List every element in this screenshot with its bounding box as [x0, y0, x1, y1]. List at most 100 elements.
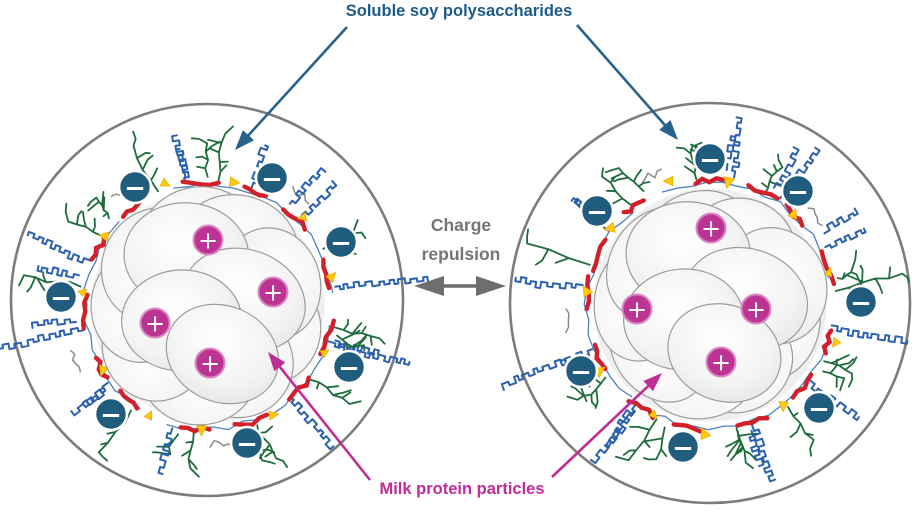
- label-arrow-to-right-protein: [551, 373, 662, 478]
- red-segment: [671, 422, 703, 434]
- blue-chain: [514, 276, 584, 290]
- positive-charge-icon: +: [695, 212, 727, 244]
- green-chain: [308, 378, 362, 405]
- green-chain: [336, 329, 368, 357]
- positive-charge-icon: +: [192, 224, 224, 256]
- positive-charge-circle: [740, 293, 772, 325]
- plus-sign: +: [263, 279, 283, 307]
- green-chain: [207, 125, 234, 182]
- minus-sign: −: [570, 357, 592, 387]
- minus-sign: −: [124, 173, 146, 203]
- negative-charge-circle: [579, 193, 615, 229]
- gray-squiggle: [292, 185, 310, 205]
- green-chain: [823, 354, 858, 388]
- charge-repulsion-arrow: [414, 276, 506, 296]
- green-chain: [643, 426, 668, 461]
- positive-charge-icon: +: [740, 293, 772, 325]
- red-segment: [591, 237, 608, 274]
- green-chain: [566, 373, 607, 409]
- label-arrow-to-left-polysaccharides: [235, 26, 348, 150]
- outer-shell-circle: [508, 101, 912, 505]
- red-segment: [592, 342, 608, 372]
- red-segment: [693, 175, 726, 187]
- yellow-dot: [778, 401, 790, 413]
- negative-charge-circle: [93, 396, 129, 432]
- green-chain: [822, 358, 846, 392]
- yellow-dot: [831, 336, 842, 348]
- negative-charge-circle: [323, 224, 359, 260]
- minus-sign: −: [787, 177, 809, 207]
- green-chain: [181, 432, 200, 478]
- yellow-dot: [143, 410, 153, 421]
- negative-charge-circle: [692, 141, 728, 177]
- red-segment: [80, 292, 90, 331]
- yellow-dots: [582, 175, 842, 440]
- green-chain: [601, 167, 632, 206]
- positive-charge-icon: +: [705, 346, 737, 378]
- red-segment: [118, 388, 140, 411]
- yellow-dot: [319, 349, 330, 359]
- minus-sign: −: [808, 394, 830, 424]
- charge-repulsion-label: Charge repulsion: [422, 211, 501, 269]
- yellow-dot: [603, 221, 616, 233]
- yellow-dots: [76, 176, 337, 437]
- negative-charge-icon: −: [331, 349, 367, 385]
- negative-charge-icon: −: [43, 279, 79, 315]
- positive-charge-circle: [139, 307, 171, 339]
- negative-charge-circle: [665, 429, 701, 465]
- milk-protein-blob: [593, 188, 828, 422]
- yellow-dot: [196, 425, 208, 437]
- negative-charge-icon: −: [801, 390, 837, 426]
- charge-repulsion-line2: repulsion: [421, 244, 501, 264]
- red-segment: [821, 328, 834, 356]
- minus-sign: −: [586, 197, 608, 227]
- charge-repulsion-line1: Charge: [430, 215, 492, 235]
- blue-chain: [288, 167, 327, 205]
- blue-chain: [0, 327, 85, 351]
- negative-charge-circle: [43, 279, 79, 315]
- positive-charge-icon: +: [257, 276, 289, 308]
- red-segment: [242, 184, 269, 198]
- adsorbed-red-segments: [584, 175, 837, 434]
- blue-chain: [824, 227, 867, 249]
- green-chain: [526, 228, 591, 266]
- negative-charge-icon: −: [579, 193, 615, 229]
- plus-sign: +: [701, 215, 721, 243]
- blue-chain: [603, 409, 636, 449]
- yellow-dot: [76, 288, 87, 298]
- left-arrowhead: [414, 276, 444, 296]
- negative-charge-icon: −: [229, 425, 265, 461]
- plus-sign: +: [200, 350, 220, 378]
- yellow-dot: [97, 231, 110, 243]
- minus-sign: −: [672, 433, 694, 463]
- green-chain: [836, 249, 864, 287]
- blue-chain: [327, 340, 411, 366]
- plus-sign: +: [145, 310, 165, 338]
- negative-charge-icon: −: [780, 173, 816, 209]
- green-chain: [190, 137, 221, 178]
- blue-chain: [171, 134, 190, 184]
- adsorbed-red-segments: [80, 179, 336, 434]
- negative-charge-circle: [780, 173, 816, 209]
- right-arrowhead: [476, 276, 506, 296]
- red-segment: [819, 249, 837, 287]
- negative-charge-icon: −: [254, 160, 290, 196]
- red-segment: [232, 412, 270, 427]
- red-segment: [735, 416, 770, 428]
- red-segment: [626, 399, 655, 421]
- gray-squiggle: [209, 439, 234, 448]
- particle-right: ++++−−−−−−−: [500, 101, 912, 505]
- negative-charge-circle: [229, 425, 265, 461]
- minus-sign: −: [50, 283, 72, 313]
- yellow-dot: [648, 409, 658, 420]
- yellow-dot: [229, 176, 241, 188]
- positive-charge-circle: [621, 293, 653, 325]
- yellow-dot: [582, 285, 594, 298]
- milk-protein-particles-label: Milk protein particles: [376, 480, 548, 499]
- outer-shell-circle: [9, 102, 405, 498]
- minus-sign: −: [236, 429, 258, 459]
- negative-charge-icon: −: [93, 396, 129, 432]
- green-chain: [725, 431, 758, 462]
